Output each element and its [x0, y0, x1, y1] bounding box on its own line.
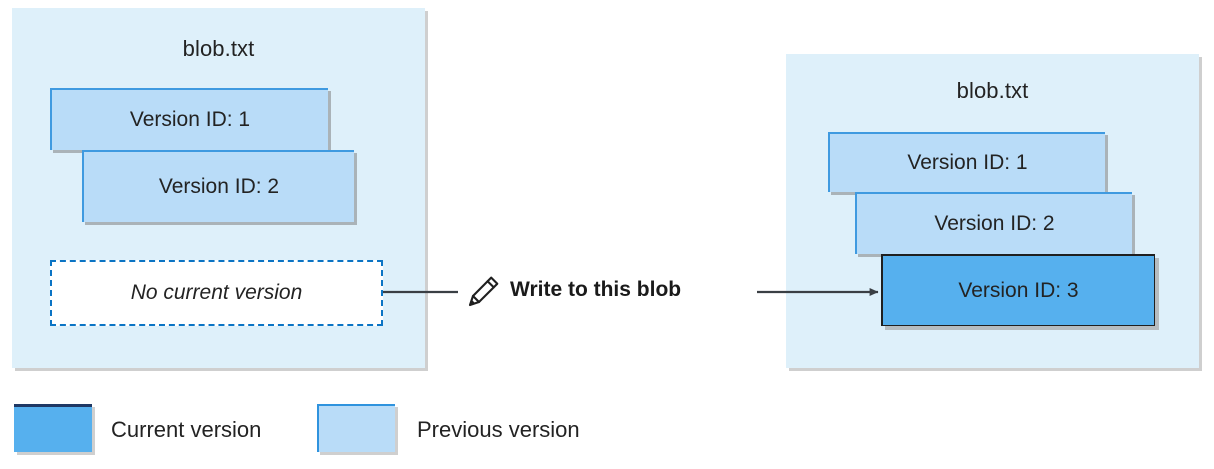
legend-label-previous: Previous version: [417, 417, 580, 442]
legend-swatch-current: [14, 404, 92, 452]
version-card-label: Version ID: 1: [907, 151, 1028, 174]
version-card-label: Version ID: 2: [934, 212, 1055, 235]
no-current-version-box: No current version: [50, 260, 383, 326]
pencil-icon: [465, 272, 503, 310]
legend-swatch-previous: [317, 404, 395, 452]
version-card-label: Version ID: 3: [958, 278, 1079, 302]
version-card-after-1: Version ID: 1: [828, 132, 1105, 192]
blob-name-label-before: blob.txt: [182, 36, 255, 61]
version-card-before-2: Version ID: 2: [82, 150, 354, 222]
version-card-before-1: Version ID: 1: [50, 88, 328, 150]
version-card-after-2: Version ID: 2: [855, 192, 1132, 254]
no-current-version-label: No current version: [130, 281, 303, 304]
legend-label-current: Current version: [111, 417, 262, 442]
version-card-label: Version ID: 2: [158, 175, 280, 198]
blob-name-label-after: blob.txt: [956, 78, 1029, 103]
write-action-label: Write to this blob: [510, 278, 682, 301]
version-card-after-3-current: Version ID: 3: [881, 254, 1155, 326]
version-card-label: Version ID: 1: [129, 108, 251, 131]
